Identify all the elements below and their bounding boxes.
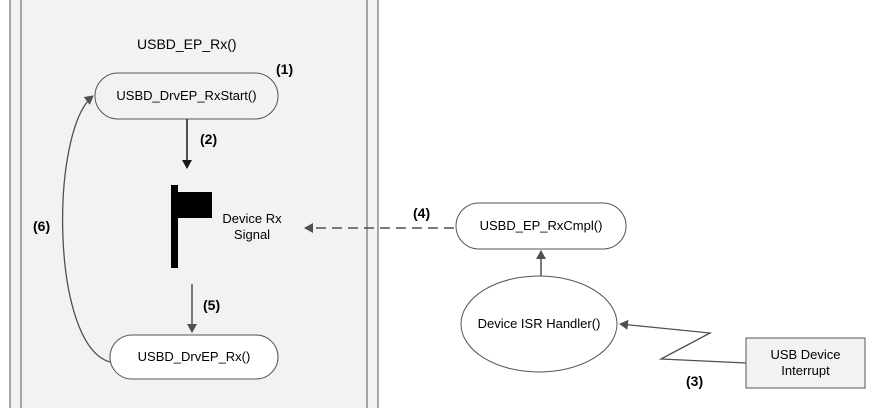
step-3-label: (3) [686,373,704,389]
step-1-label: (1) [276,61,294,77]
arrow-step-3 [619,319,747,364]
signal-label: Device Rx Signal [212,207,292,247]
usb-interrupt-label: USB Device Interrupt [746,338,865,388]
step-2-label: (2) [200,131,218,147]
drv-rx-box [109,334,279,380]
step-4-label: (4) [413,205,431,221]
ep-rx-cmpl-label: USBD_EP_RxCmpl() [479,218,603,233]
drv-rx-start-label: USBD_DrvEP_RxStart() [116,88,257,103]
signal-line2: Signal [233,227,271,242]
isr-handler-label: Device ISR Handler() [477,316,601,331]
arrow-step-6 [61,95,111,363]
signal-flag [178,192,212,218]
ep-rx-cmpl-box [455,202,627,250]
step-6-label: (6) [33,218,51,234]
task-title: USBD_EP_Rx() [137,36,237,52]
signal-line1: Device Rx [222,211,282,226]
usb-interrupt-line1: USB Device [770,347,841,362]
usb-interrupt-line2: Interrupt [781,363,830,378]
signal-flag-pole [171,185,178,268]
isr-handler-ellipse [460,275,618,373]
step-5-label: (5) [203,297,221,313]
usb-interrupt-box [745,337,866,389]
drv-rx-label: USBD_DrvEP_Rx() [137,349,251,364]
